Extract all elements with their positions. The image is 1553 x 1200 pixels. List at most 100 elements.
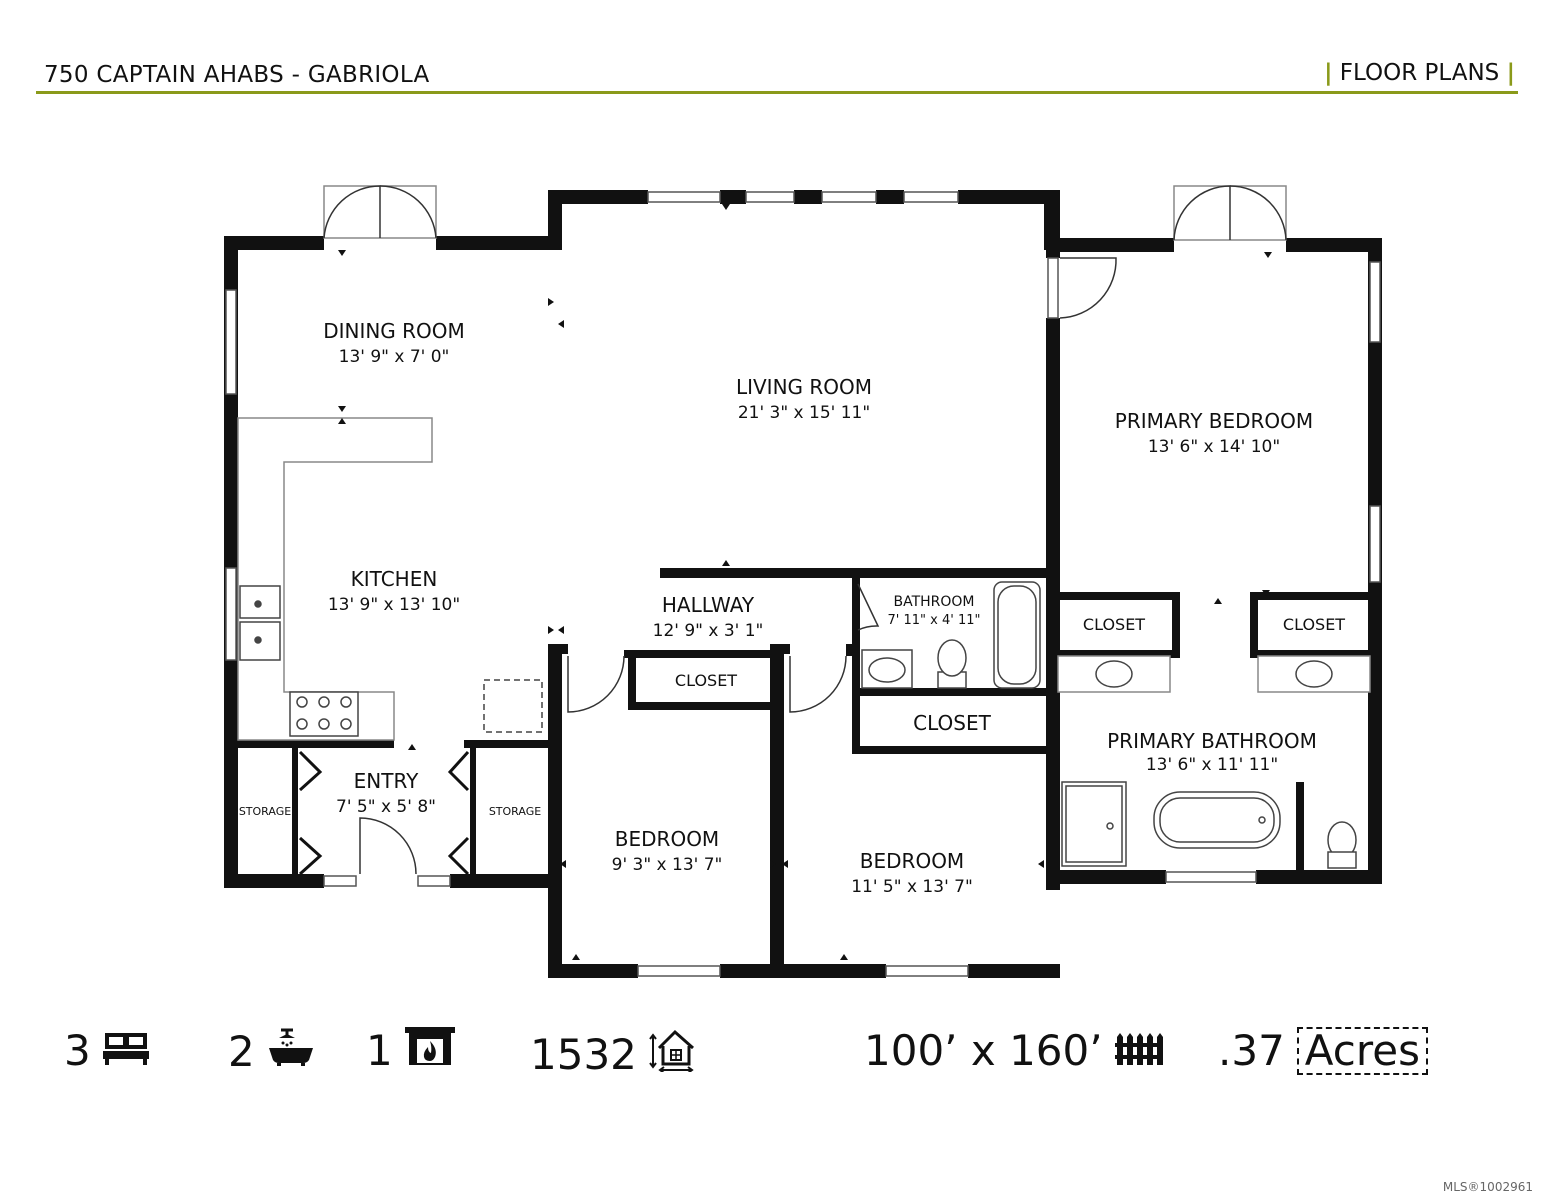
bed-icon bbox=[102, 1026, 149, 1075]
label-primary-bathroom: PRIMARY BATHROOM bbox=[1107, 729, 1317, 753]
dims-primary-bathroom: 13' 6" x 11' 11" bbox=[1146, 755, 1278, 775]
wall-living-east-top bbox=[1044, 190, 1060, 250]
wall-bath-south bbox=[852, 688, 1046, 696]
windows bbox=[225, 191, 1381, 977]
fridge-outline bbox=[483, 679, 543, 733]
wall-pcloset-l-top bbox=[1056, 592, 1178, 600]
wall-pcloset-l-east bbox=[1172, 592, 1180, 656]
label-entry: ENTRY bbox=[354, 769, 419, 793]
stat-beds: 3 bbox=[64, 1026, 149, 1075]
wall-entry-north-b bbox=[464, 740, 560, 748]
stat-baths: 2 bbox=[228, 1026, 315, 1076]
wall-pcloset-r-bottom bbox=[1250, 650, 1374, 658]
lot-size-value: 100’ x 160’ bbox=[864, 1026, 1103, 1075]
wall-bed-divider bbox=[770, 644, 784, 978]
dimension-arrows bbox=[338, 204, 1366, 960]
wall-south-entry-b bbox=[450, 874, 560, 888]
label-kitchen: KITCHEN bbox=[351, 567, 438, 591]
window-bed1 bbox=[637, 965, 721, 977]
window-primary-east-2 bbox=[1369, 505, 1381, 583]
wall-storage-left bbox=[292, 740, 298, 880]
window-living-2 bbox=[745, 191, 795, 203]
wall-south-entry-a bbox=[224, 874, 324, 888]
wall-north-living-d bbox=[876, 190, 904, 204]
label-hallway: HALLWAY bbox=[662, 593, 755, 617]
window-bed2 bbox=[885, 965, 969, 977]
acres-label: Acres bbox=[1296, 1026, 1428, 1075]
window-living-4 bbox=[903, 191, 959, 203]
fireplace-icon bbox=[404, 1026, 455, 1075]
wall-closet2-south bbox=[852, 746, 1046, 754]
room-labels: DINING ROOM 13' 9" x 7' 0" LIVING ROOM 2… bbox=[239, 319, 1345, 897]
wall-north-living-e bbox=[958, 190, 1058, 204]
window-living-3 bbox=[821, 191, 877, 203]
window-primary-bath bbox=[1165, 871, 1257, 883]
label-living-room: LIVING ROOM bbox=[736, 375, 872, 399]
wall-south-primary-b bbox=[1256, 870, 1382, 884]
fireplace-count: 1 bbox=[366, 1026, 393, 1075]
stat-sqft: 1532 bbox=[530, 1026, 697, 1082]
label-closet-primary-left: CLOSET bbox=[1083, 615, 1145, 634]
wall-bed2-south bbox=[968, 964, 1060, 978]
stat-lot-size: 100’ x 160’ bbox=[864, 1026, 1163, 1075]
wall-hall-north bbox=[660, 568, 1060, 578]
bathtub-shower-icon bbox=[267, 1026, 315, 1076]
stat-acreage: .37 Acres bbox=[1218, 1026, 1428, 1075]
wall-step-living bbox=[548, 190, 562, 250]
dims-living-room: 21' 3" x 15' 11" bbox=[738, 403, 870, 423]
wall-pcloset-r-west bbox=[1250, 592, 1258, 656]
wall-north-living-a bbox=[548, 190, 648, 204]
label-bathroom: BATHROOM bbox=[893, 594, 974, 610]
beds-count: 3 bbox=[64, 1026, 91, 1075]
wall-bath-west bbox=[852, 574, 860, 750]
dims-dining-room: 13' 9" x 7' 0" bbox=[339, 347, 450, 367]
header-rule bbox=[36, 91, 1518, 94]
walls bbox=[224, 190, 1382, 978]
wall-entry-north-a bbox=[224, 740, 394, 748]
window-entry-1 bbox=[323, 875, 357, 887]
property-title: 750 CAPTAIN AHABS - GABRIOLA bbox=[44, 62, 430, 88]
label-dining-room: DINING ROOM bbox=[323, 319, 465, 343]
label-closet-primary-right: CLOSET bbox=[1283, 615, 1345, 634]
label-storage-left: STORAGE bbox=[239, 805, 291, 818]
house-area-icon bbox=[649, 1026, 697, 1082]
label-closet-hall: CLOSET bbox=[675, 671, 737, 690]
wall-closet-south bbox=[628, 702, 778, 710]
dims-bedroom-2: 11' 5" x 13' 7" bbox=[851, 877, 973, 897]
window-entry-2 bbox=[417, 875, 451, 887]
label-storage-right: STORAGE bbox=[489, 805, 541, 818]
sqft-value: 1532 bbox=[530, 1029, 637, 1079]
doors bbox=[298, 185, 1287, 876]
window-dining-west bbox=[225, 289, 237, 395]
acres-value: .37 bbox=[1218, 1026, 1285, 1075]
wall-north-living-b bbox=[720, 190, 746, 204]
wall-bed1-west bbox=[548, 644, 562, 978]
dims-bathroom: 7' 11" x 4' 11" bbox=[888, 613, 981, 628]
section-bar-right: | bbox=[1506, 60, 1515, 86]
dims-hallway: 12' 9" x 3' 1" bbox=[653, 621, 764, 641]
wall-pcloset-r-top bbox=[1250, 592, 1374, 600]
wall-west bbox=[224, 236, 238, 888]
stat-fireplaces: 1 bbox=[366, 1026, 455, 1075]
wall-living-east-b bbox=[1046, 318, 1060, 890]
wall-north-primary-b bbox=[1286, 238, 1382, 252]
wall-closet-west bbox=[628, 650, 636, 710]
wall-closet-north bbox=[624, 650, 774, 658]
baths-count: 2 bbox=[228, 1026, 255, 1076]
sink-2 bbox=[239, 621, 281, 661]
wall-storage-right bbox=[470, 740, 476, 880]
mls-number: MLS®1002961 bbox=[1442, 1180, 1533, 1194]
window-primary-west bbox=[1047, 257, 1059, 319]
fixtures bbox=[237, 417, 1371, 869]
wall-toilet-partition bbox=[1296, 782, 1304, 874]
wall-bed1-north-a bbox=[548, 644, 568, 654]
wall-bed-south-b bbox=[720, 964, 886, 978]
wall-north-dining-a bbox=[224, 236, 324, 250]
wall-north-living-c bbox=[794, 190, 822, 204]
window-primary-east-1 bbox=[1369, 261, 1381, 343]
window-living-1 bbox=[647, 191, 721, 203]
wall-bed2-north-a bbox=[770, 644, 790, 654]
label-closet-bedroom2: CLOSET bbox=[913, 711, 991, 735]
dims-bedroom-1: 9' 3" x 13' 7" bbox=[612, 855, 723, 875]
